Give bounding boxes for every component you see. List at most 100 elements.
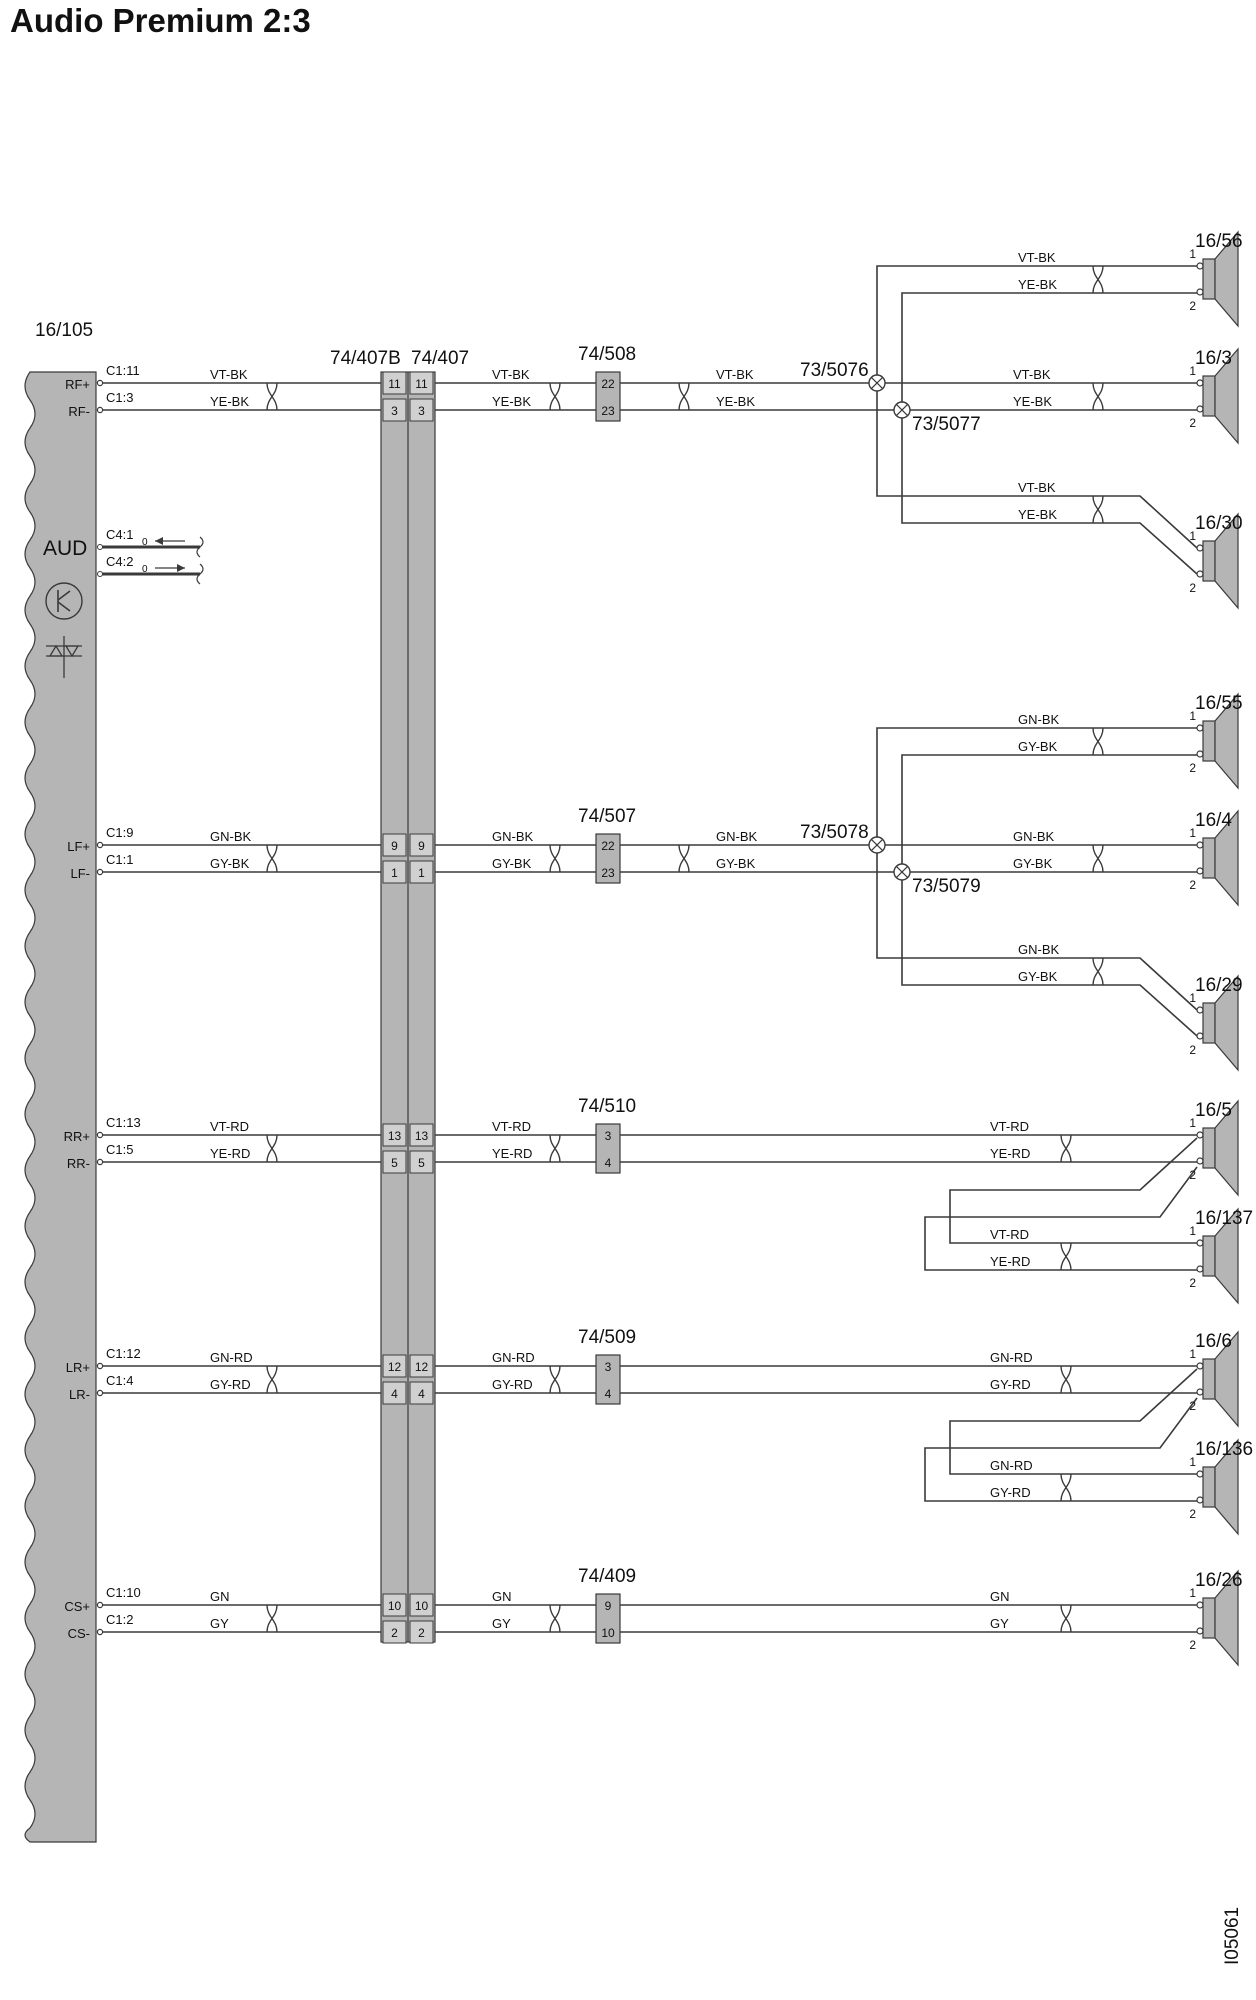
module-signal-label: RF-: [68, 404, 90, 419]
twist-symbol: [1092, 265, 1104, 294]
module-pin: [96, 379, 104, 387]
wire-color-label: YE-BK: [1018, 507, 1057, 522]
connector-pin-label: 4: [418, 1387, 425, 1401]
speaker-pin-label: 1: [1189, 529, 1196, 543]
connector-body: [595, 1593, 621, 1644]
twist-symbol: [1092, 957, 1104, 986]
wire-color-label: VT-BK: [492, 367, 530, 382]
speaker-pin: [1196, 570, 1204, 578]
speaker-cone-icon: [1214, 809, 1239, 907]
module-pin: [96, 1601, 104, 1609]
speaker-pin: [1196, 750, 1204, 758]
speaker-pin-label: 2: [1189, 581, 1196, 595]
twist-symbol: [266, 1365, 278, 1394]
module-signal-label: CS+: [64, 1599, 90, 1614]
wire-color-label: VT-BK: [1018, 250, 1056, 265]
speaker-cone-icon: [1214, 692, 1239, 790]
wire-color-label: GY: [492, 1616, 511, 1631]
wire-color-label: GN-BK: [716, 829, 758, 844]
wire: [949, 1368, 1198, 1475]
twisted-pair-icon: [266, 1604, 278, 1633]
wire-color-label: GY-BK: [1018, 739, 1058, 754]
wire-color-label: YE-BK: [492, 394, 531, 409]
speaker-cone-icon: [1214, 1438, 1239, 1536]
wire-break-icon: [196, 536, 204, 558]
speaker-pin: [1196, 1265, 1204, 1273]
connector-label: 74/409: [578, 1566, 636, 1587]
connector-pin-label: 5: [418, 1156, 425, 1170]
wire-color-label: GN-BK: [1018, 942, 1060, 957]
splice-cross: [895, 403, 909, 417]
speaker-label: 16/5: [1195, 1100, 1232, 1121]
speaker-pin: [1196, 262, 1204, 270]
wire-color-label: VT-RD: [210, 1119, 249, 1134]
connector-pin-label: 13: [415, 1129, 429, 1143]
speaker-pin: [1196, 544, 1204, 552]
speaker-pin-label: 1: [1189, 1116, 1196, 1130]
splice-label: 73/5076: [800, 360, 869, 381]
twist-symbol: [1092, 727, 1104, 756]
wire-color-label: GY-BK: [1013, 856, 1053, 871]
module-signal-label: RR-: [67, 1156, 90, 1171]
transistor-collector: [57, 590, 71, 601]
wire-color-label: VT-BK: [1013, 367, 1051, 382]
speaker-pin-label: 1: [1189, 1586, 1196, 1600]
speaker-pin: [1196, 1006, 1204, 1014]
twisted-pair-icon: [1092, 727, 1104, 756]
speaker-pin: [1196, 1131, 1204, 1139]
wire: [924, 1397, 1198, 1502]
wire-color-label: VT-BK: [1018, 480, 1056, 495]
twist-symbol: [266, 382, 278, 411]
speaker-pin: [1196, 1627, 1204, 1635]
twisted-pair-icon: [549, 1134, 561, 1163]
connector-pin-label: 22: [601, 377, 615, 391]
module-signal-label: LR-: [69, 1387, 90, 1402]
module-pin: [96, 1131, 104, 1139]
speaker-pin-label: 2: [1189, 761, 1196, 775]
wire: [901, 292, 1197, 402]
speaker-icon: [1202, 720, 1216, 762]
speaker-pin-label: 1: [1189, 709, 1196, 723]
speaker-pin-label: 2: [1189, 1399, 1196, 1413]
speaker-icon: [1202, 540, 1216, 582]
speaker-label: 16/6: [1195, 1331, 1232, 1352]
wire: [901, 418, 1198, 575]
wire-color-label: GN-RD: [210, 1350, 253, 1365]
speaker-icon: [1202, 1597, 1216, 1639]
module-connector-label: C1:2: [106, 1612, 133, 1627]
page-title: Audio Premium 2:3: [10, 2, 311, 39]
twisted-pair-icon: [678, 382, 690, 411]
wire-color-label: GN-BK: [1013, 829, 1055, 844]
twist-symbol: [1092, 844, 1104, 873]
connector-pin-label: 4: [605, 1387, 612, 1401]
twisted-pair-icon: [1060, 1134, 1072, 1163]
twisted-pair-icon: [1092, 495, 1104, 524]
speaker-icon: [1202, 1127, 1216, 1169]
transistor-icon: [45, 582, 83, 620]
speaker-pin: [1196, 867, 1204, 875]
aux-shield-mark: 0: [142, 564, 148, 575]
wire-color-label: GY-BK: [210, 856, 250, 871]
connector-pin-label: 3: [605, 1129, 612, 1143]
twist-symbol: [1060, 1473, 1072, 1502]
module-connector-label: C1:12: [106, 1346, 141, 1361]
splice-label: 73/5077: [912, 414, 981, 435]
speaker-pin: [1196, 405, 1204, 413]
wire-color-label: YE-RD: [492, 1146, 532, 1161]
module-signal-label: RF+: [65, 377, 90, 392]
twisted-pair-icon: [549, 1365, 561, 1394]
twisted-pair-icon: [266, 382, 278, 411]
connector-pin-label: 3: [391, 404, 398, 418]
twist-symbol: [678, 844, 690, 873]
speaker-pin: [1196, 724, 1204, 732]
wire-color-label: YE-RD: [990, 1146, 1030, 1161]
speaker-icon: [1202, 837, 1216, 879]
module-connector-label: C1:3: [106, 390, 133, 405]
twisted-pair-icon: [1060, 1604, 1072, 1633]
twist-symbol: [549, 1134, 561, 1163]
connector-pin-label: 13: [388, 1129, 402, 1143]
connector-pin-cell: [409, 1150, 434, 1174]
module-pin: [96, 1158, 104, 1166]
speaker-label: 16/30: [1195, 513, 1243, 534]
wire-color-label: GY: [210, 1616, 229, 1631]
